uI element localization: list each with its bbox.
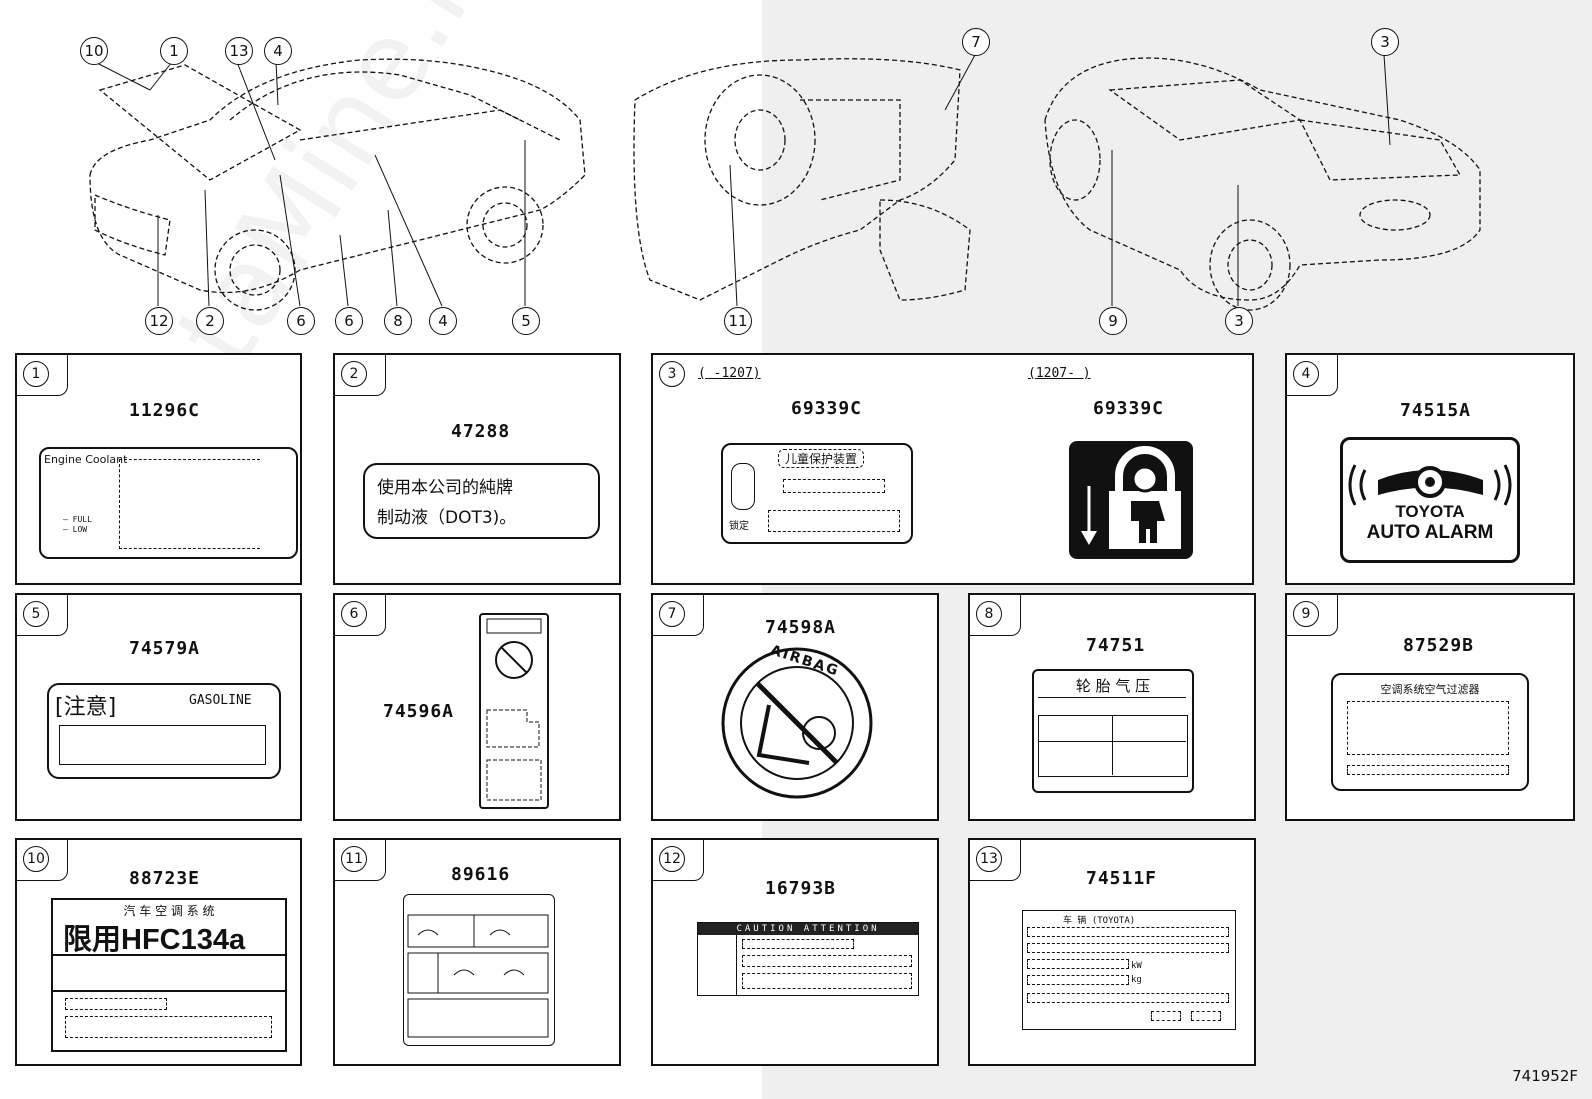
panel-5: 5 74579A [注意] GASOLINE <box>15 593 302 821</box>
tire-pressure-label: 轮 胎 气 压 <box>1032 669 1194 793</box>
callout-4-bottom: 4 <box>429 307 457 335</box>
part-code: 16793B <box>765 878 837 899</box>
part-code: 74515A <box>1400 400 1472 421</box>
part-code: 11296C <box>129 400 201 421</box>
panel-number: 2 <box>341 361 367 387</box>
panel-number: 3 <box>659 361 685 387</box>
caution-label: CAUTION ATTENTION <box>697 922 919 996</box>
brake-fluid-label: 使用本公司的純牌 制动液（DOT3)。 <box>363 463 600 539</box>
vehicle-id-plate: 车 辆 (TOYOTA) kW kg <box>1022 910 1236 1030</box>
ac-filter-label: 空调系统空气过滤器 <box>1331 673 1529 791</box>
panel-12: 12 16793B CAUTION ATTENTION <box>651 838 939 1066</box>
child-lock-label-white: 儿童保护装置 锁定 <box>721 443 913 544</box>
part-code: 88723E <box>129 868 201 889</box>
callout-3-bottom: 3 <box>1225 307 1253 335</box>
figure-id: 741952F <box>1512 1067 1578 1085</box>
part-code: 87529B <box>1403 635 1475 656</box>
callout-5: 5 <box>512 307 540 335</box>
panel-number: 10 <box>23 846 49 872</box>
callout-13: 13 <box>225 37 253 65</box>
callout-1: 1 <box>160 37 188 65</box>
panel-number: 12 <box>659 846 685 872</box>
coolant-label: Engine Coolant — FULL — LOW <box>39 447 298 559</box>
panel-4: 4 74515A TOYOTA AUTO ALARM <box>1285 353 1575 585</box>
panel-number: 4 <box>1293 361 1319 387</box>
panel-6: 6 74596A <box>333 593 621 821</box>
panel-9: 9 87529B 空调系统空气过滤器 <box>1285 593 1575 821</box>
callout-12: 12 <box>145 307 173 335</box>
callout-7: 7 <box>962 28 990 56</box>
callout-4-top: 4 <box>264 37 292 65</box>
panel-1: 1 11296C Engine Coolant — FULL — LOW <box>15 353 302 585</box>
callout-8: 8 <box>384 307 412 335</box>
production-range-left: ( -1207) <box>698 366 761 381</box>
part-code-left: 69339C <box>791 398 863 419</box>
callout-6-a: 6 <box>287 307 315 335</box>
part-code: 89616 <box>451 864 511 885</box>
vehicle-illustrations <box>89 54 1481 311</box>
panel-number: 5 <box>23 601 49 627</box>
part-code: 47288 <box>451 421 511 442</box>
callout-6-b: 6 <box>335 307 363 335</box>
part-code: 74598A <box>765 617 837 638</box>
part-code: 74511F <box>1086 868 1158 889</box>
front-car-outline <box>89 58 586 294</box>
part-code-right: 69339C <box>1093 398 1165 419</box>
callout-11: 11 <box>724 307 752 335</box>
part-code: 74751 <box>1086 635 1146 656</box>
panel-number: 6 <box>341 601 367 627</box>
interior-outline <box>633 58 961 301</box>
panel-8: 8 74751 轮 胎 气 压 <box>968 593 1256 821</box>
callout-9: 9 <box>1099 307 1127 335</box>
callout-10: 10 <box>80 37 108 65</box>
child-lock-label-black <box>1069 441 1193 559</box>
fuel-label: [注意] GASOLINE <box>47 683 281 779</box>
ac-refrigerant-label: 汽 车 空 调 系 统 限用HFC134a <box>51 898 287 1052</box>
panel-number: 1 <box>23 361 49 387</box>
part-code: 74579A <box>129 638 201 659</box>
airbag-warning-icon <box>721 647 873 799</box>
panel-number: 11 <box>341 846 367 872</box>
callout-3-top: 3 <box>1371 28 1399 56</box>
panel-3: 3 ( -1207) (1207- ) 69339C 69339C 儿童保护装置… <box>651 353 1254 585</box>
part-code: 74596A <box>383 701 455 722</box>
panel-2: 2 47288 使用本公司的純牌 制动液（DOT3)。 <box>333 353 621 585</box>
alarm-siren-icon <box>1348 464 1512 506</box>
seat-warning-label <box>479 613 549 809</box>
panel-10: 10 88723E 汽 车 空 调 系 统 限用HFC134a <box>15 838 302 1066</box>
child-lock-icon <box>1081 446 1181 549</box>
panel-11: 11 89616 <box>333 838 621 1066</box>
callout-2: 2 <box>196 307 224 335</box>
panel-number: 8 <box>976 601 1002 627</box>
auto-alarm-label: TOYOTA AUTO ALARM <box>1340 437 1520 563</box>
panel-7: 7 74598A AIRBAG <box>651 593 939 821</box>
rear-car-outline <box>1044 57 1481 301</box>
panel-number: 13 <box>976 846 1002 872</box>
production-range-right: (1207- ) <box>1028 366 1091 381</box>
panel-number: 9 <box>1293 601 1319 627</box>
instruction-label <box>403 894 555 1046</box>
panel-13: 13 74511F 车 辆 (TOYOTA) kW kg <box>968 838 1256 1066</box>
panel-number: 7 <box>659 601 685 627</box>
